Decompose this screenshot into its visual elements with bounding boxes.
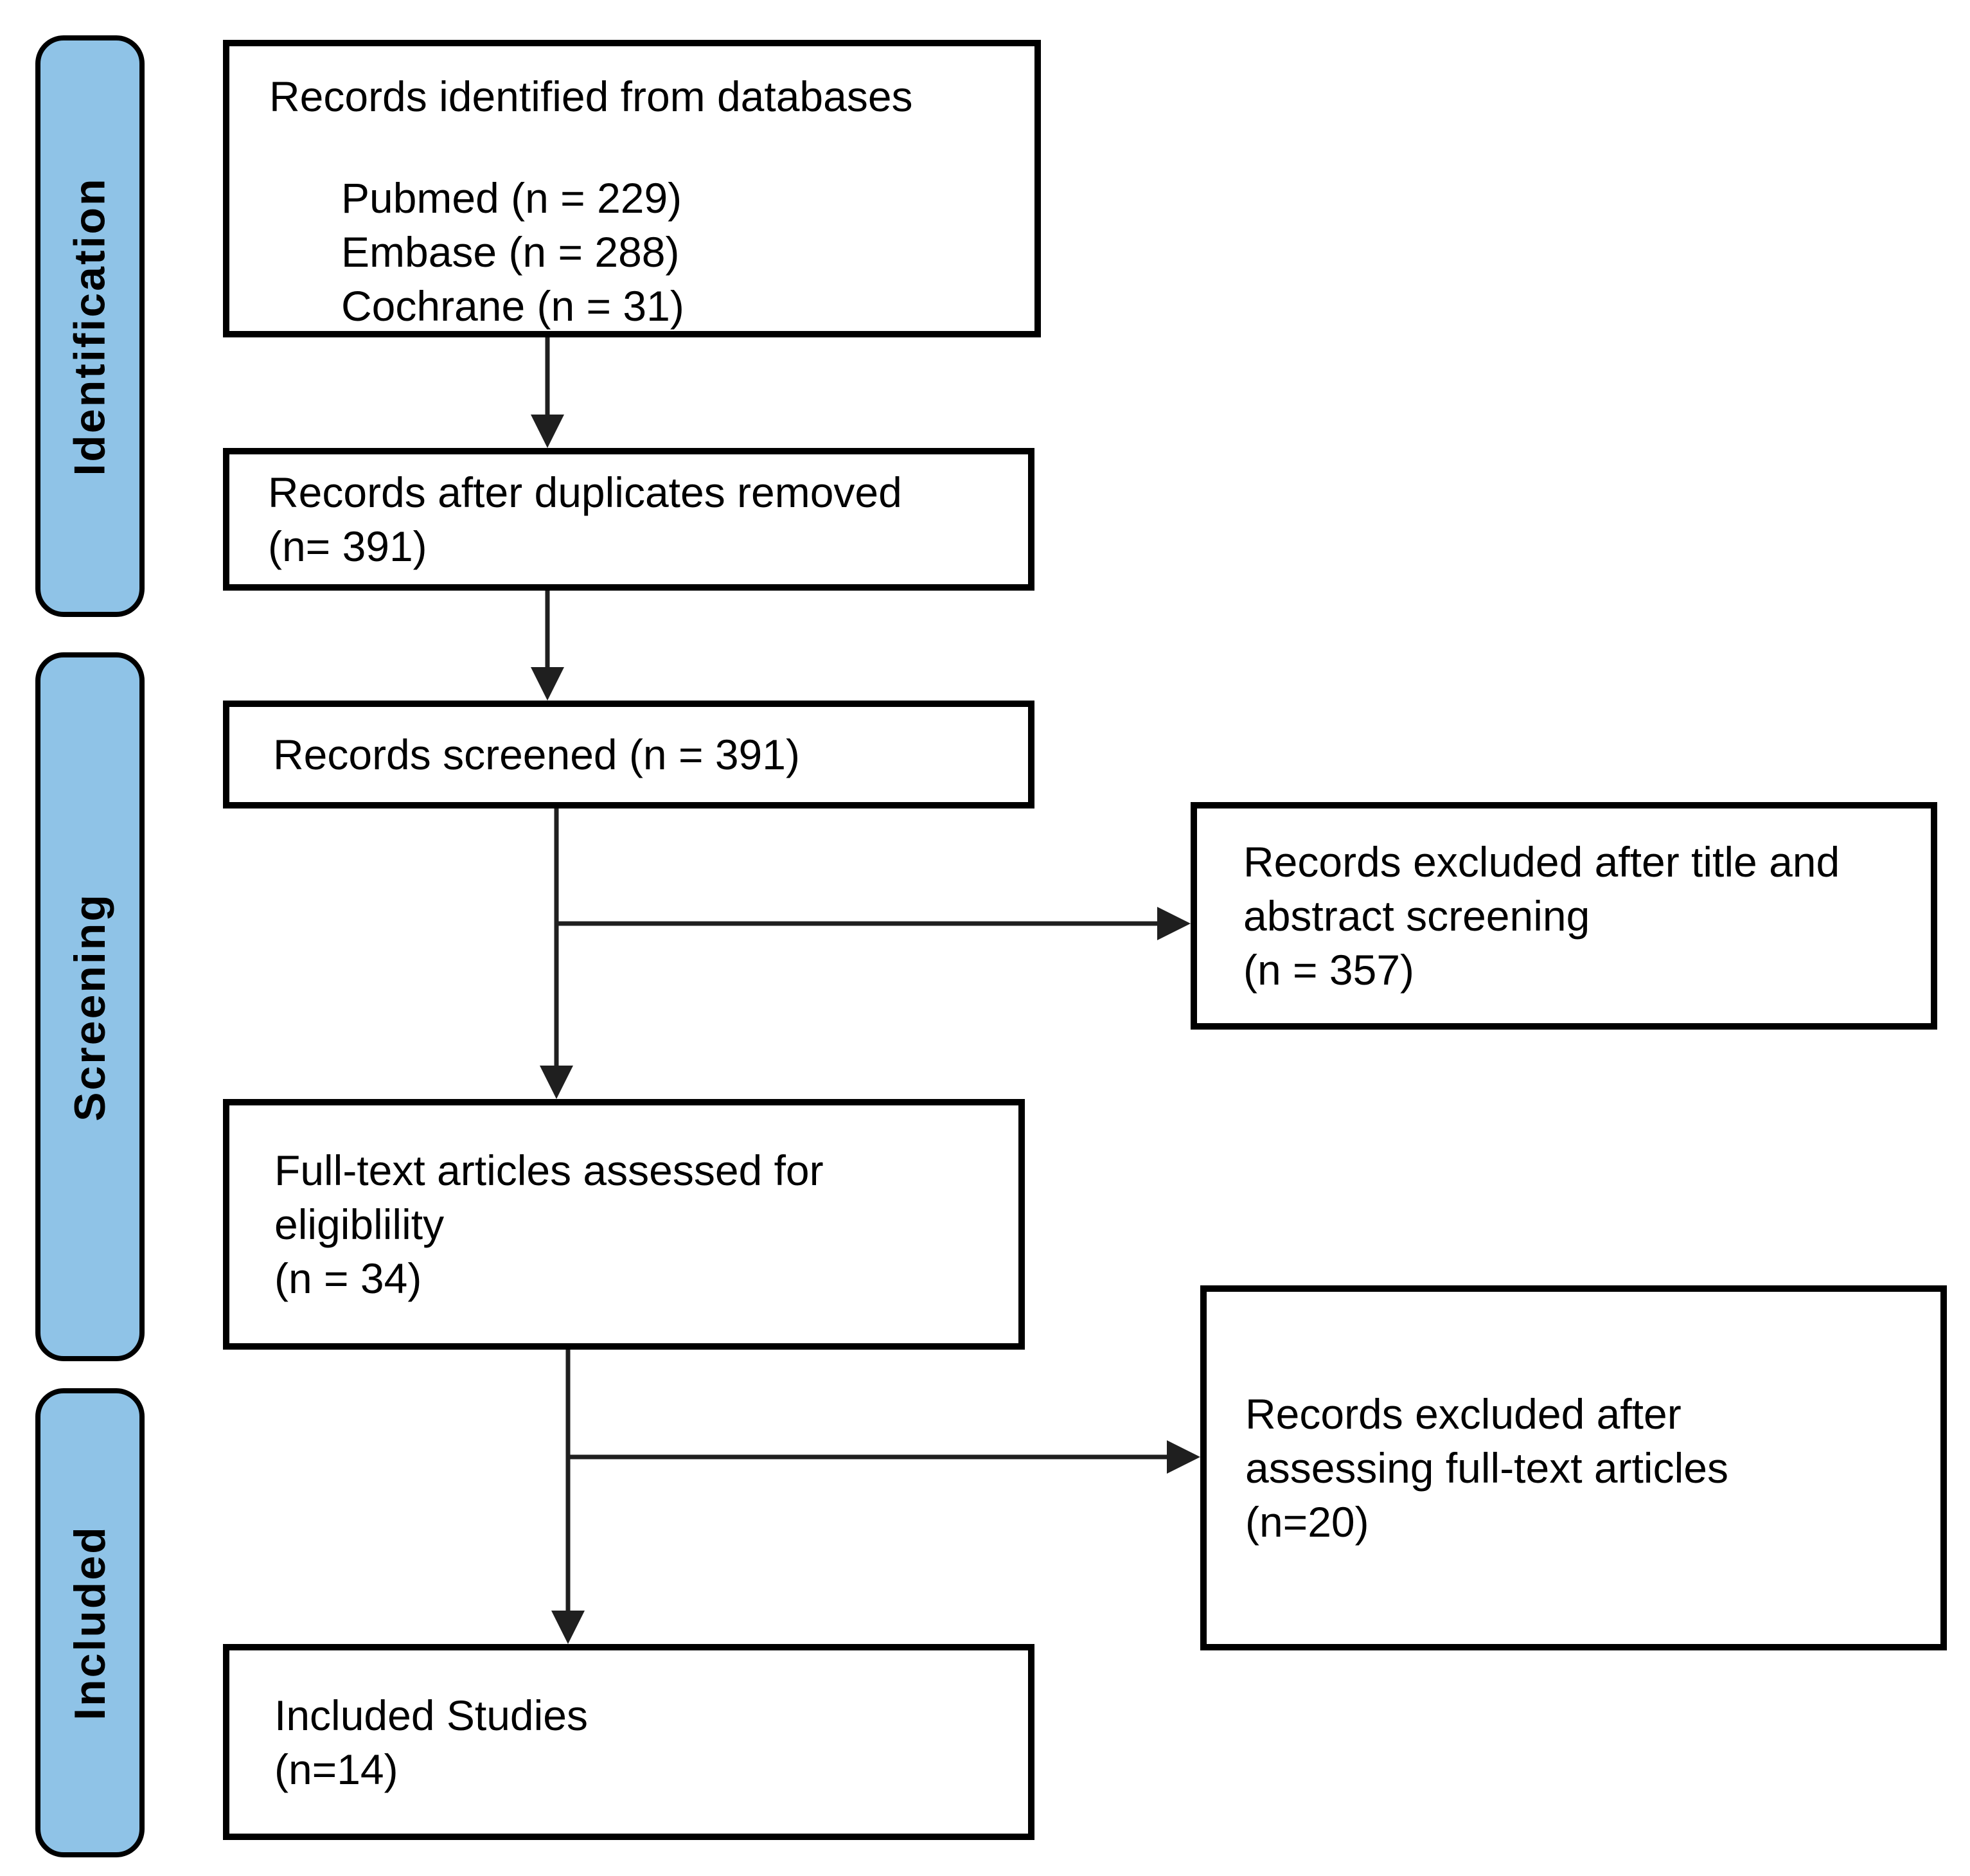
arrowhead-down-icon: [540, 1066, 573, 1099]
box-excluded-fulltext: Records excluded after assessing full-te…: [1200, 1285, 1947, 1650]
records-identified-title: Records identified from databases: [269, 73, 913, 120]
arrowhead-right-icon: [1167, 1440, 1200, 1474]
excluded-title-abstract-text: Records excluded after title and abstrac…: [1243, 838, 1840, 994]
box-duplicates-removed: Records after duplicates removed (n= 391…: [223, 448, 1034, 591]
arrow-screened-to-excluded-title-abstract: [556, 907, 1191, 940]
records-identified-sources: Pubmed (n = 229) Embase (n = 288) Cochra…: [269, 171, 1015, 333]
source-pubmed: Pubmed (n = 229): [341, 174, 682, 222]
box-records-identified: Records identified from databases Pubmed…: [223, 40, 1041, 337]
records-screened-text: Records screened (n = 391): [273, 731, 800, 778]
source-cochrane: Cochrane (n = 31): [341, 282, 684, 330]
excluded-fulltext-text: Records excluded after assessing full-te…: [1245, 1390, 1728, 1546]
stage-identification-label: Identification: [66, 176, 115, 476]
arrowhead-down-icon: [531, 415, 564, 448]
fulltext-assessed-text: Full-text articles assessed for eligibli…: [274, 1147, 824, 1302]
arrow-fulltext-to-included: [551, 1350, 585, 1644]
arrowhead-right-icon: [1157, 907, 1191, 940]
included-studies-text: Included Studies (n=14): [274, 1691, 589, 1793]
stage-included-label: Included: [66, 1525, 115, 1720]
source-embase: Embase (n = 288): [341, 228, 680, 276]
stage-identification: Identification: [35, 35, 145, 617]
arrow-deduplicated-to-screened: [531, 591, 564, 701]
stage-screening-label: Screening: [66, 892, 114, 1121]
arrowhead-down-icon: [551, 1611, 585, 1644]
box-excluded-title-abstract: Records excluded after title and abstrac…: [1191, 802, 1937, 1030]
duplicates-removed-text: Records after duplicates removed (n= 391…: [268, 469, 902, 570]
arrow-fulltext-to-excluded-fulltext: [568, 1440, 1200, 1474]
stage-screening: Screening: [35, 652, 145, 1361]
arrow-screened-to-fulltext: [540, 808, 573, 1099]
stage-included: Included: [35, 1388, 145, 1857]
box-fulltext-assessed: Full-text articles assessed for eligibli…: [223, 1099, 1025, 1350]
box-included-studies: Included Studies (n=14): [223, 1644, 1034, 1840]
arrow-identified-to-deduplicated: [531, 337, 564, 448]
arrowhead-down-icon: [531, 667, 564, 701]
box-records-screened: Records screened (n = 391): [223, 701, 1034, 808]
